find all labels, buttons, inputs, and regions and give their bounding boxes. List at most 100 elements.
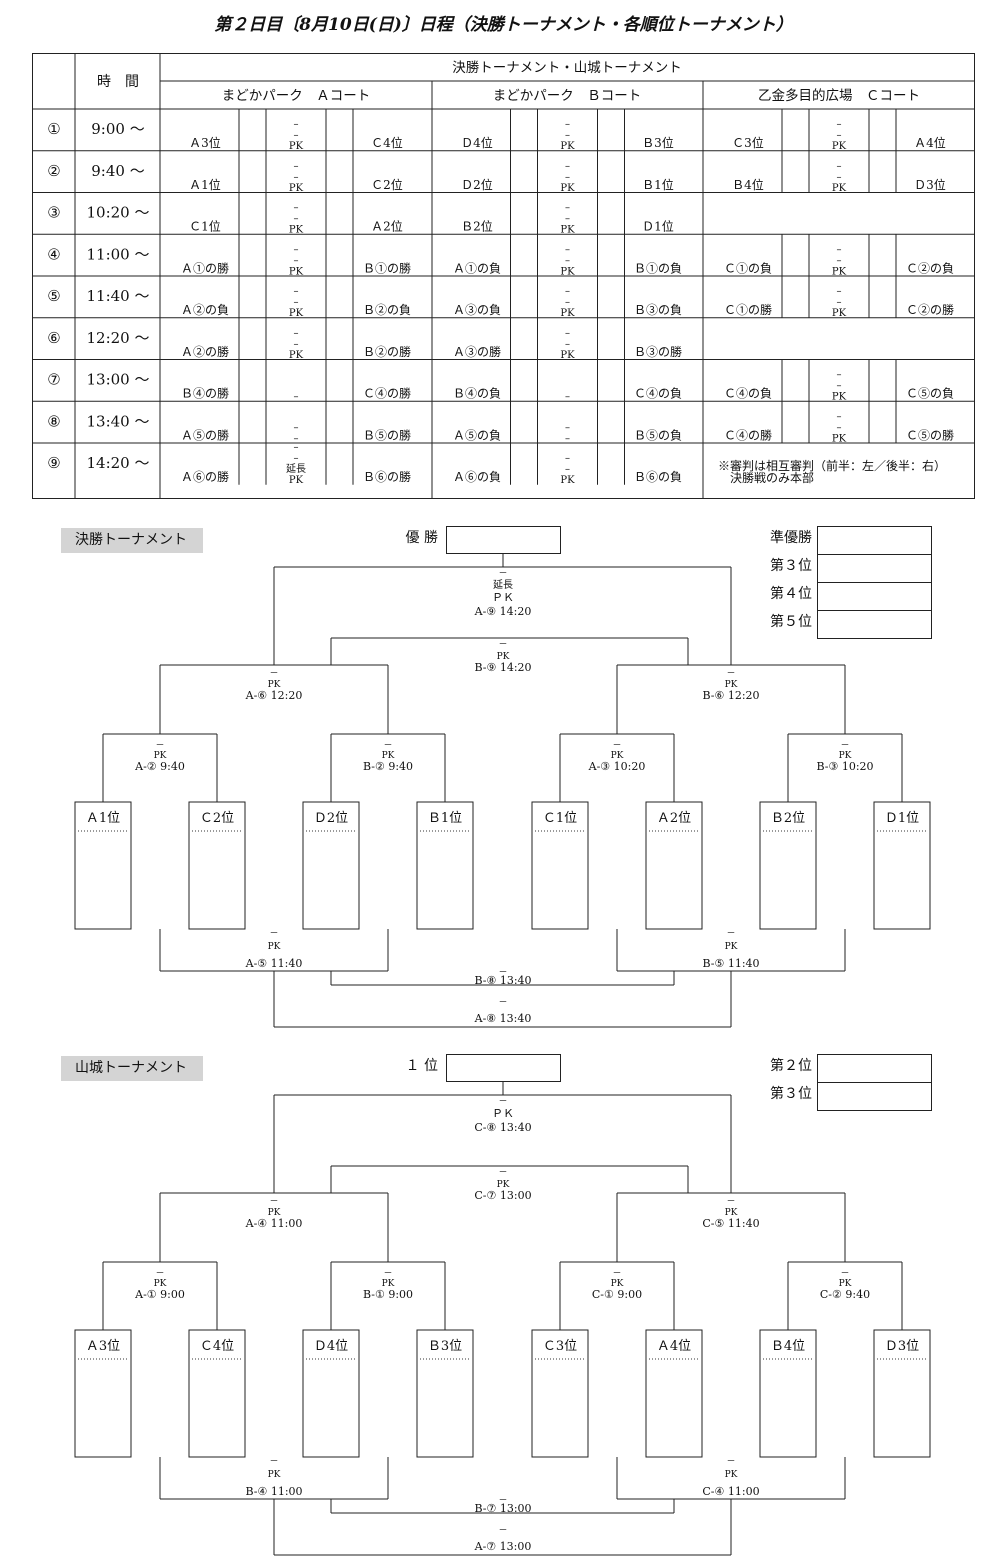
team-left: Ｃ①の勝	[724, 302, 772, 317]
page-title: 第２日目〔8月10日(日)〕日程（決勝トーナメント・各順位トーナメント）	[214, 15, 793, 35]
pk-label: ＰＫ	[492, 591, 514, 604]
team-right: Ｄ1位	[642, 219, 674, 234]
rank-label: 第３位	[770, 558, 812, 574]
score-dash: –	[565, 244, 570, 255]
champion-box[interactable]	[446, 1054, 561, 1082]
score-dash: –	[294, 130, 299, 141]
score-dash: －	[269, 1197, 278, 1207]
team-right: Ｂ③の勝	[634, 344, 682, 359]
score-dash: －	[498, 968, 507, 978]
pk-label: PK	[268, 1470, 281, 1480]
match-code: A-⑤ 11:40	[245, 957, 303, 970]
score-dash: －	[383, 1269, 392, 1279]
match-code: B-⑨ 14:20	[474, 661, 531, 674]
match-code: C-⑤ 11:40	[702, 1217, 759, 1230]
team-right: Ｃ②の勝	[906, 302, 954, 317]
score-dash: –	[565, 172, 570, 183]
score-dash: －	[269, 1457, 278, 1467]
team-left: Ｂ4位	[732, 177, 764, 192]
team-left: Ａ⑥の負	[453, 470, 501, 484]
team-name: Ｄ4位	[314, 1339, 348, 1354]
row-time: 11:40 ～	[87, 287, 150, 305]
time-header: 時 間	[97, 74, 139, 90]
team-box	[416, 1329, 474, 1458]
pk-label: PK	[611, 1279, 624, 1289]
rank-label: 第５位	[770, 614, 812, 630]
row-number: ⑦	[47, 371, 60, 389]
team-left: Ａ3位	[189, 135, 221, 150]
score-dash: －	[269, 669, 278, 679]
match-code: A-① 9:00	[134, 1288, 185, 1301]
score-dash: –	[837, 119, 842, 130]
team-right: Ｃ⑤の勝	[906, 427, 954, 442]
pk-label: PK	[560, 183, 575, 194]
score-dash: －	[726, 1457, 735, 1467]
team-name: Ｂ1位	[428, 811, 462, 826]
team-box	[302, 1329, 360, 1458]
pk-label: PK	[725, 680, 738, 690]
team-right: Ｃ⑤の負	[906, 387, 954, 401]
score-dash: –	[294, 255, 299, 266]
score-dash: –	[294, 328, 299, 339]
team-left: Ｃ④の負	[724, 387, 772, 401]
score-dash: –	[294, 453, 299, 464]
team-name: Ｄ3位	[885, 1339, 919, 1354]
score-dash: –	[294, 203, 299, 214]
pk-label: PK	[289, 475, 304, 486]
score-dash: –	[294, 286, 299, 297]
score-dash: –	[837, 255, 842, 266]
score-dash: －	[612, 741, 621, 751]
score-dash: －	[840, 1269, 849, 1279]
score-dash: –	[294, 297, 299, 308]
team-left: Ｃ①の負	[724, 261, 772, 275]
team-right: Ｂ1位	[642, 177, 674, 192]
score-dash: –	[294, 172, 299, 183]
score-dash: －	[498, 640, 507, 650]
team-left: Ａ①の負	[453, 261, 501, 275]
score-dash: –	[294, 422, 299, 433]
team-left: Ｄ2位	[461, 177, 493, 192]
final-tournament-label: 決勝トーナメント	[61, 528, 203, 553]
score-dash: －	[840, 741, 849, 751]
pk-label: PK	[832, 141, 847, 152]
ranks-box[interactable]	[817, 526, 932, 639]
score-dash: －	[498, 1097, 507, 1107]
score-dash: －	[612, 1269, 621, 1279]
match-code: A-② 9:40	[134, 760, 185, 773]
team-left: Ｃ④の勝	[724, 427, 772, 442]
row-number: ③	[47, 204, 60, 222]
score-dash: －	[726, 669, 735, 679]
score-dash: –	[837, 381, 842, 392]
team-box	[188, 1329, 246, 1458]
match-code: B-④ 11:00	[245, 1485, 302, 1498]
team-name: Ｃ2位	[200, 811, 234, 826]
row-number: ⑧	[47, 412, 60, 430]
pk-label: PK	[725, 1208, 738, 1218]
pk-label: PK	[560, 350, 575, 361]
match-code: B-⑥ 12:20	[702, 689, 759, 702]
score-dash: －	[498, 998, 507, 1008]
row-number: ⑥	[47, 329, 60, 347]
team-box	[645, 801, 703, 930]
team-name: Ｃ3位	[543, 1339, 577, 1354]
referee-note: 決勝戦のみ本部	[730, 470, 814, 485]
pk-label: PK	[832, 183, 847, 194]
score-dash: －	[498, 569, 507, 579]
champion-box[interactable]	[446, 526, 561, 554]
row-number: ②	[47, 162, 60, 180]
row-number: ⑨	[47, 454, 60, 472]
team-left: Ａ1位	[189, 177, 221, 192]
pk-label: PK	[560, 141, 575, 152]
score-dash: –	[837, 161, 842, 172]
team-left: Ａ⑤の負	[453, 428, 501, 442]
team-name: Ｂ4位	[771, 1339, 805, 1354]
team-right: Ｄ3位	[914, 177, 946, 192]
pk-label: PK	[289, 350, 304, 361]
pk-label: PK	[560, 308, 575, 319]
team-left: Ｃ1位	[189, 219, 221, 234]
team-left: Ａ①の勝	[181, 260, 229, 275]
ranks-box[interactable]	[817, 1054, 932, 1111]
pk-label: PK	[289, 266, 304, 277]
court-header: まどかパーク Ｂコート	[493, 88, 642, 104]
team-left: Ａ②の勝	[181, 344, 229, 359]
